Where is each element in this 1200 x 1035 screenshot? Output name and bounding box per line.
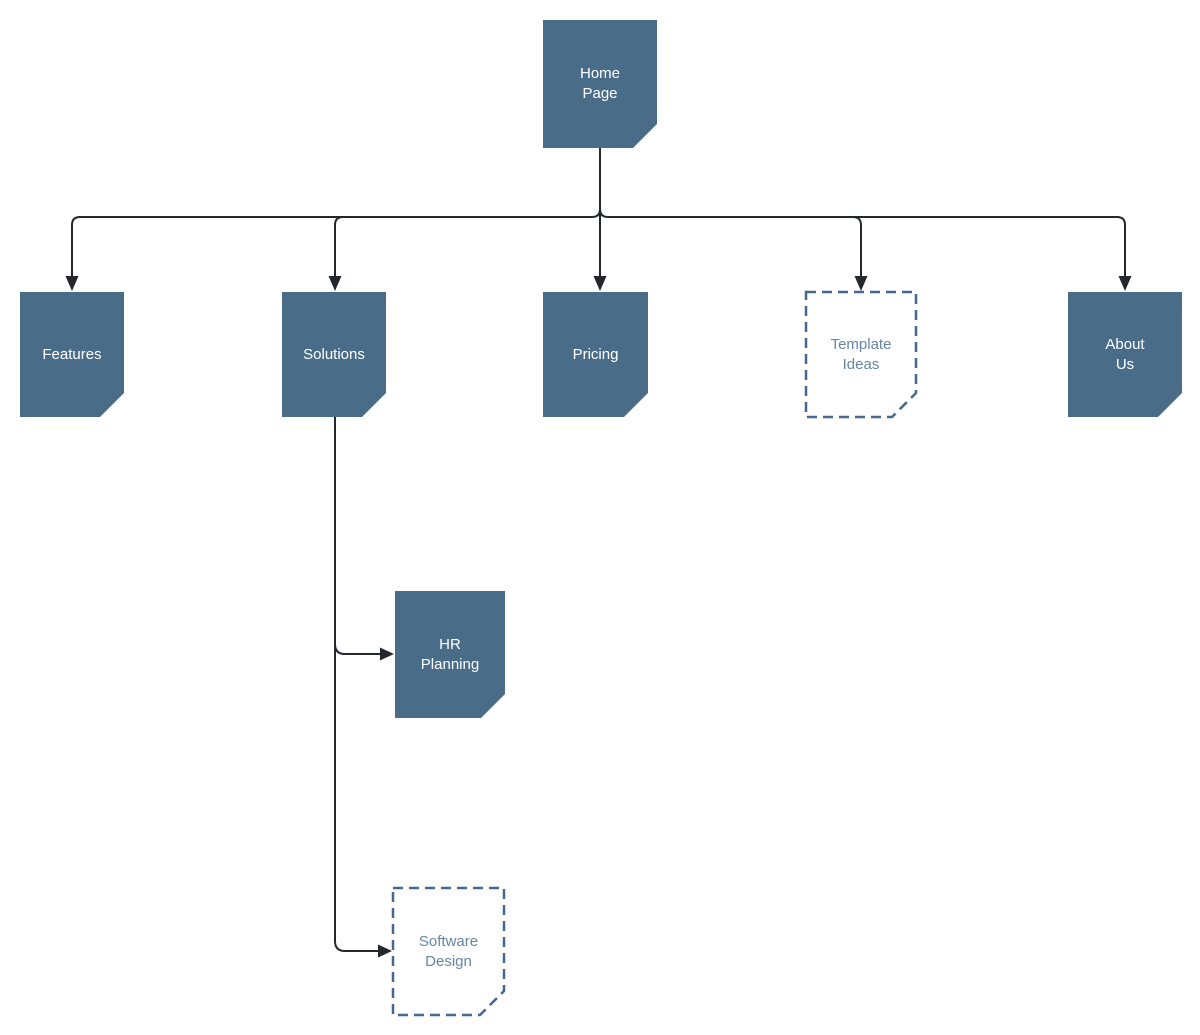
edge-home-about-us-line xyxy=(599,208,1126,276)
edge-solutions-hr-planning[interactable] xyxy=(334,417,394,661)
edge-home-features[interactable] xyxy=(65,208,601,291)
edge-solutions-software-design-line xyxy=(334,417,378,952)
node-template-ideas[interactable] xyxy=(804,290,918,419)
edge-solutions-software-design[interactable] xyxy=(334,417,392,958)
edge-home-pricing[interactable] xyxy=(593,148,607,291)
node-solutions[interactable] xyxy=(282,292,386,417)
node-home-page[interactable] xyxy=(543,20,657,148)
edge-home-template-ideas[interactable] xyxy=(852,216,868,291)
edge-home-template-ideas-arrowhead xyxy=(854,276,868,291)
edge-home-template-ideas-line xyxy=(852,216,862,276)
node-hr-planning[interactable] xyxy=(395,591,505,718)
edge-home-features-line xyxy=(71,208,601,276)
edge-solutions-software-design-arrowhead xyxy=(378,944,392,958)
edge-home-solutions[interactable] xyxy=(328,216,344,291)
edge-home-about-us[interactable] xyxy=(599,208,1132,291)
edge-home-features-arrowhead xyxy=(65,276,79,291)
edge-solutions-hr-planning-line xyxy=(334,417,380,655)
edge-home-solutions-line xyxy=(334,216,344,276)
edge-home-pricing-arrowhead xyxy=(593,276,607,291)
node-pricing[interactable] xyxy=(543,292,648,417)
edge-home-about-us-arrowhead xyxy=(1118,276,1132,291)
node-features[interactable] xyxy=(20,292,124,417)
edge-solutions-hr-planning-arrowhead xyxy=(380,647,394,661)
node-software-design[interactable] xyxy=(391,886,506,1017)
node-about-us[interactable] xyxy=(1068,292,1182,417)
edge-home-solutions-arrowhead xyxy=(328,276,342,291)
